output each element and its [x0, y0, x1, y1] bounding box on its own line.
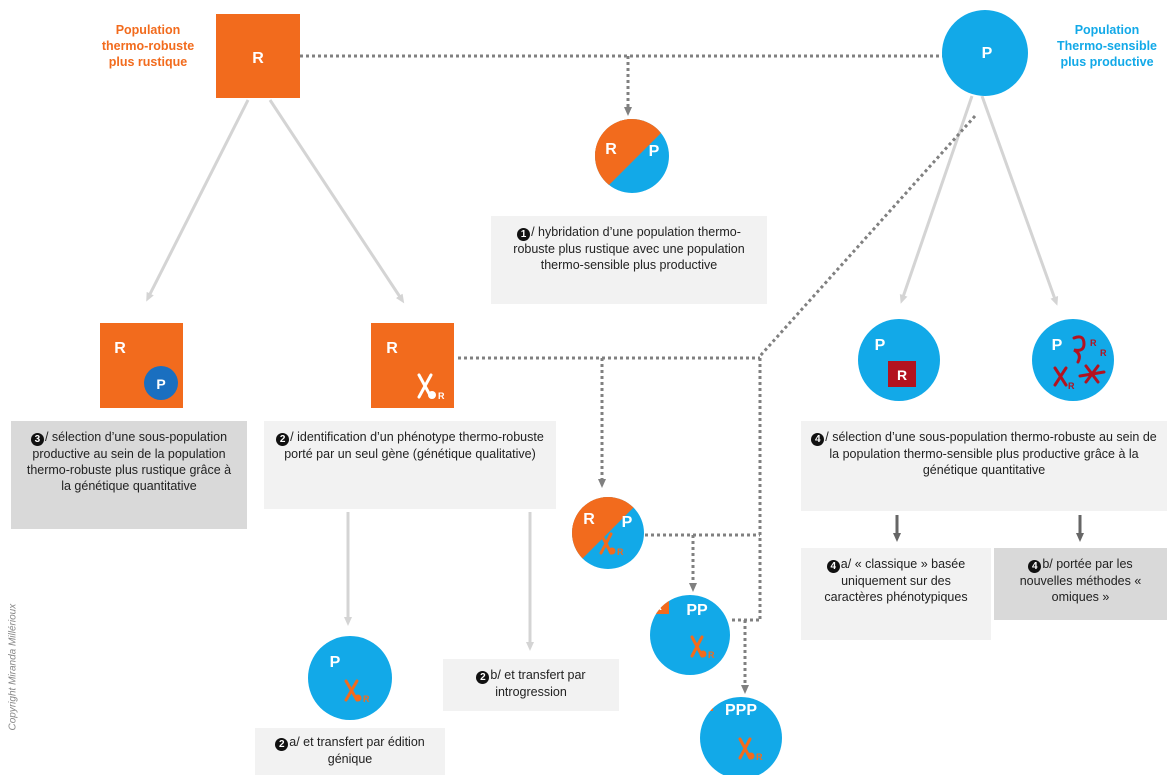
copyright-text: Copyright Miranda Millérioux: [7, 603, 19, 731]
svg-text:R: R: [897, 367, 907, 383]
node-p-edited: P R: [308, 636, 392, 720]
step1-box: 1/ hybridation d’une population thermo-r…: [491, 216, 767, 304]
step4a-text: a/ « classique » basée uniquement sur de…: [824, 557, 968, 604]
svg-text:R: R: [704, 702, 710, 711]
svg-text:R: R: [252, 50, 264, 67]
step3-box: 3/ sélection d’une sous-population produ…: [11, 421, 247, 529]
svg-text:R: R: [605, 141, 617, 158]
svg-text:R: R: [114, 340, 126, 357]
step2-box: 2/ identification d’un phénotype thermo-…: [264, 421, 556, 509]
step-number-badge: 4: [826, 560, 840, 573]
population-left-label: Population thermo-robuste plus rustique: [101, 23, 195, 69]
svg-text:P: P: [622, 514, 633, 531]
step4b-text: b/ portée par les nouvelles méthodes « o…: [1019, 557, 1142, 604]
step-number-badge: 2: [276, 433, 290, 446]
step-number-badge: 4: [1028, 560, 1042, 573]
node-p-with-chromosomes: P R R R: [1032, 319, 1114, 401]
svg-text:P: P: [649, 143, 660, 160]
node-introgression-1: R P R: [572, 497, 644, 569]
dark-arrows: [893, 515, 1084, 542]
chromosome-cluster-icon: [1053, 335, 1106, 387]
step3-text: / sélection d’une sous-population produc…: [26, 430, 232, 493]
step2b-text: b/ et transfert par introgression: [490, 668, 586, 699]
svg-text:P: P: [330, 654, 341, 671]
arrow-r-to-step2: [268, 99, 405, 304]
arrow-p-to-step4-left: [899, 95, 974, 304]
svg-text:R: R: [756, 752, 763, 762]
node-introgression-3: R PPP R: [700, 697, 782, 775]
step4-text: / sélection d’une sous-population thermo…: [825, 430, 1157, 477]
step1-text: / hybridation d’une population thermo-ro…: [513, 225, 745, 272]
node-introgression-2: R PP R: [650, 595, 730, 675]
population-right-label: Population Thermo-sensible plus producti…: [1056, 23, 1158, 69]
svg-text:R: R: [654, 601, 662, 613]
svg-text:R: R: [438, 391, 445, 401]
svg-text:R: R: [708, 650, 715, 660]
arrow-r-to-step3: [146, 99, 250, 302]
step2a-text: a/ et transfert par édition génique: [289, 735, 425, 766]
svg-text:PPP: PPP: [725, 702, 757, 719]
node-p-with-r: P R: [858, 319, 940, 401]
step-number-badge: 1: [517, 228, 531, 241]
node-r-with-gene: R R: [371, 323, 454, 408]
step-number-badge: 2: [275, 738, 289, 751]
svg-text:P: P: [1052, 337, 1063, 354]
svg-text:R: R: [617, 547, 624, 557]
dotted-p-diagonal: [758, 114, 977, 358]
svg-text:R: R: [1090, 338, 1097, 348]
svg-text:P: P: [982, 45, 993, 62]
arrow-p-to-step4-right: [980, 95, 1059, 306]
step-number-badge: 4: [811, 433, 825, 446]
node-hybrid-rp: R P: [595, 119, 669, 193]
dotted-connections: [300, 54, 977, 694]
svg-text:P: P: [875, 337, 886, 354]
svg-text:P: P: [156, 376, 165, 392]
solid-arrows: [146, 95, 1059, 651]
svg-text:R: R: [363, 694, 370, 704]
node-r-with-p: R P: [100, 323, 183, 408]
step-number-badge: 3: [30, 433, 44, 446]
step4-box: 4/ sélection d’une sous-population therm…: [801, 421, 1167, 511]
svg-text:R: R: [583, 511, 595, 528]
node-r-population: R: [216, 14, 300, 98]
step-number-badge: 2: [476, 671, 490, 684]
svg-text:R: R: [1100, 348, 1107, 358]
svg-text:R: R: [386, 340, 398, 357]
svg-text:R: R: [1068, 381, 1075, 391]
svg-text:PP: PP: [686, 602, 708, 619]
node-p-population: P: [942, 10, 1028, 96]
step2-text: / identification d’un phénotype thermo-r…: [284, 430, 544, 461]
